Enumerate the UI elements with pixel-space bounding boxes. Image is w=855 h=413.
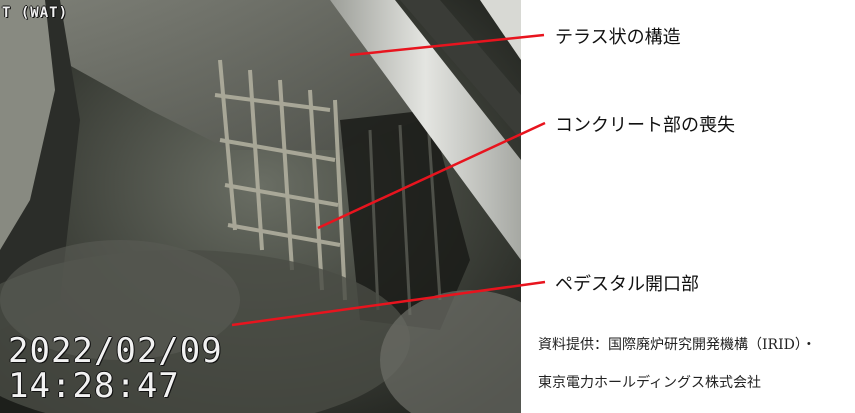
camera-photo: T (WAT) 2022/02/09 14:28:47 (0, 0, 521, 413)
overlay-date: 2022/02/09 (8, 331, 223, 371)
credit-line-1: 資料提供：国際廃炉研究開発機構（IRID）・ (538, 337, 816, 353)
callout-terrace-structure: テラス状の構造 (555, 27, 681, 48)
overlay-camera-label: T (WAT) (2, 5, 69, 21)
credit-line-2: 東京電力ホールディングス株式会社 (538, 375, 762, 391)
callout-concrete-loss: コンクリート部の喪失 (555, 115, 735, 136)
overlay-time: 14:28:47 (8, 366, 180, 406)
callout-pedestal-opening: ペデスタル開口部 (555, 274, 699, 295)
